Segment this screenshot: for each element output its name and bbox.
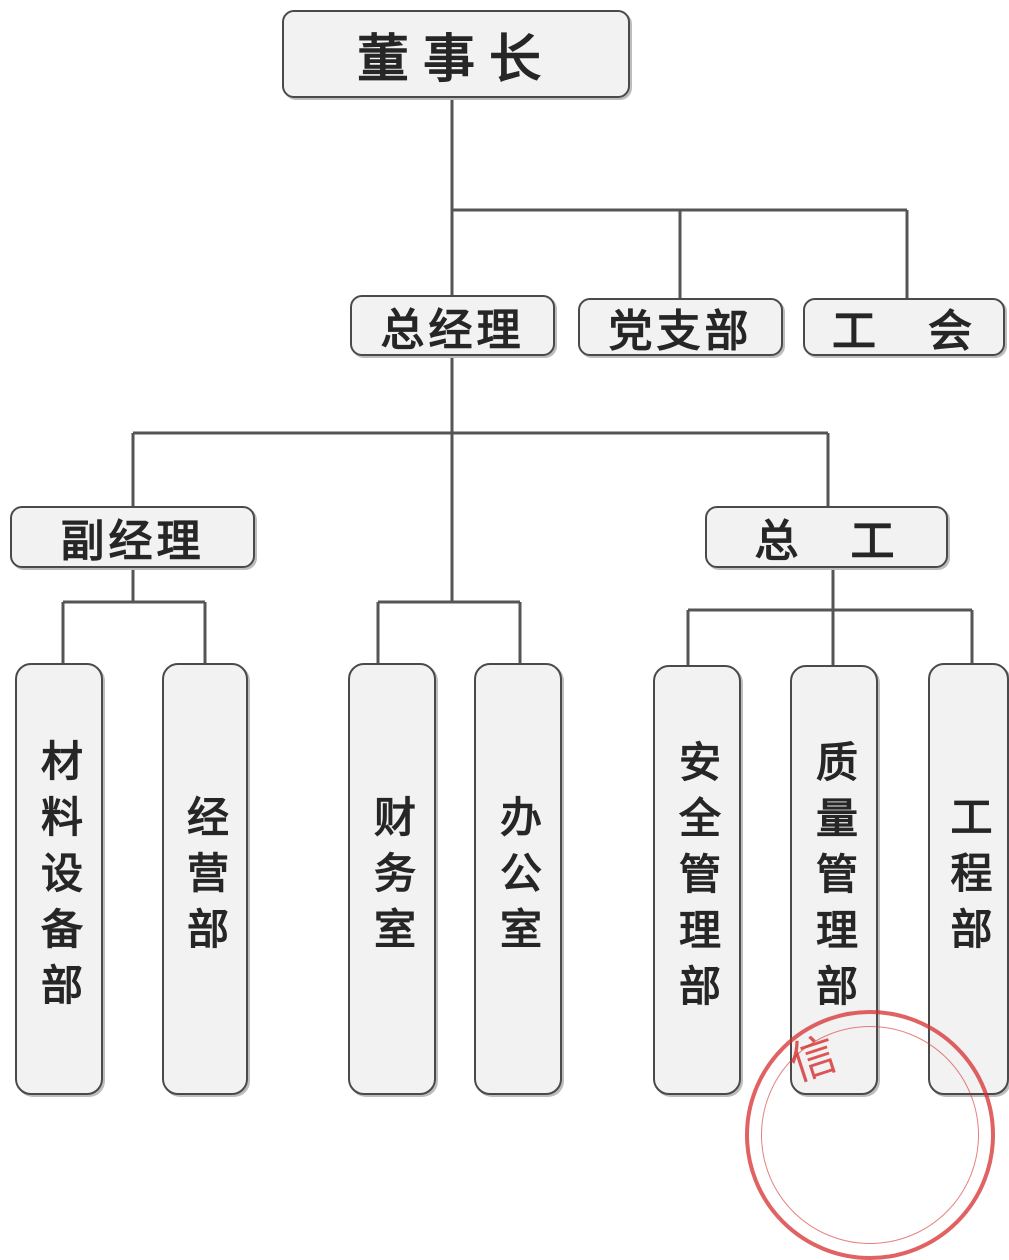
general-office-label: 办公室 xyxy=(493,795,543,963)
connector-lines xyxy=(61,98,974,665)
deputy-manager-box: 副经理 xyxy=(10,506,255,568)
chairman-box: 董事长 xyxy=(282,10,630,98)
chairman-label: 董事长 xyxy=(356,29,555,90)
general-manager-box: 总经理 xyxy=(350,295,555,356)
safety-management-dept-box: 安全管理部 xyxy=(653,665,741,1095)
business-dept-label: 经营部 xyxy=(180,795,230,963)
trade-union-label: 工 会 xyxy=(832,306,976,357)
engineering-dept-label: 工程部 xyxy=(944,795,993,963)
general-manager-label: 总经理 xyxy=(380,304,525,356)
company-seal-stamp: 信 xyxy=(745,1010,995,1260)
stamp-text: 信 xyxy=(782,1024,849,1092)
business-dept-box: 经营部 xyxy=(162,663,248,1095)
trade-union-box: 工 会 xyxy=(803,298,1005,357)
materials-equipment-dept-box: 材料设备部 xyxy=(15,663,103,1095)
materials-equipment-dept-label: 材料设备部 xyxy=(34,739,84,1019)
quality-management-dept-label: 质量管理部 xyxy=(809,740,859,1020)
engineering-dept-box: 工程部 xyxy=(928,663,1009,1095)
chief-engineer-label: 总 工 xyxy=(754,516,899,567)
safety-management-dept-label: 安全管理部 xyxy=(672,740,722,1020)
finance-office-box: 财务室 xyxy=(348,663,436,1095)
finance-office-label: 财务室 xyxy=(367,795,417,963)
party-branch-label: 党支部 xyxy=(608,306,753,357)
deputy-manager-label: 副经理 xyxy=(60,516,205,567)
org-chart: 董事长 总经理 党支部 工 会 副经理 总 工 材料设备部 经营部 财务室 办公… xyxy=(10,10,1009,1260)
chief-engineer-box: 总 工 xyxy=(705,506,948,568)
general-office-box: 办公室 xyxy=(474,663,562,1095)
party-branch-box: 党支部 xyxy=(578,298,783,357)
